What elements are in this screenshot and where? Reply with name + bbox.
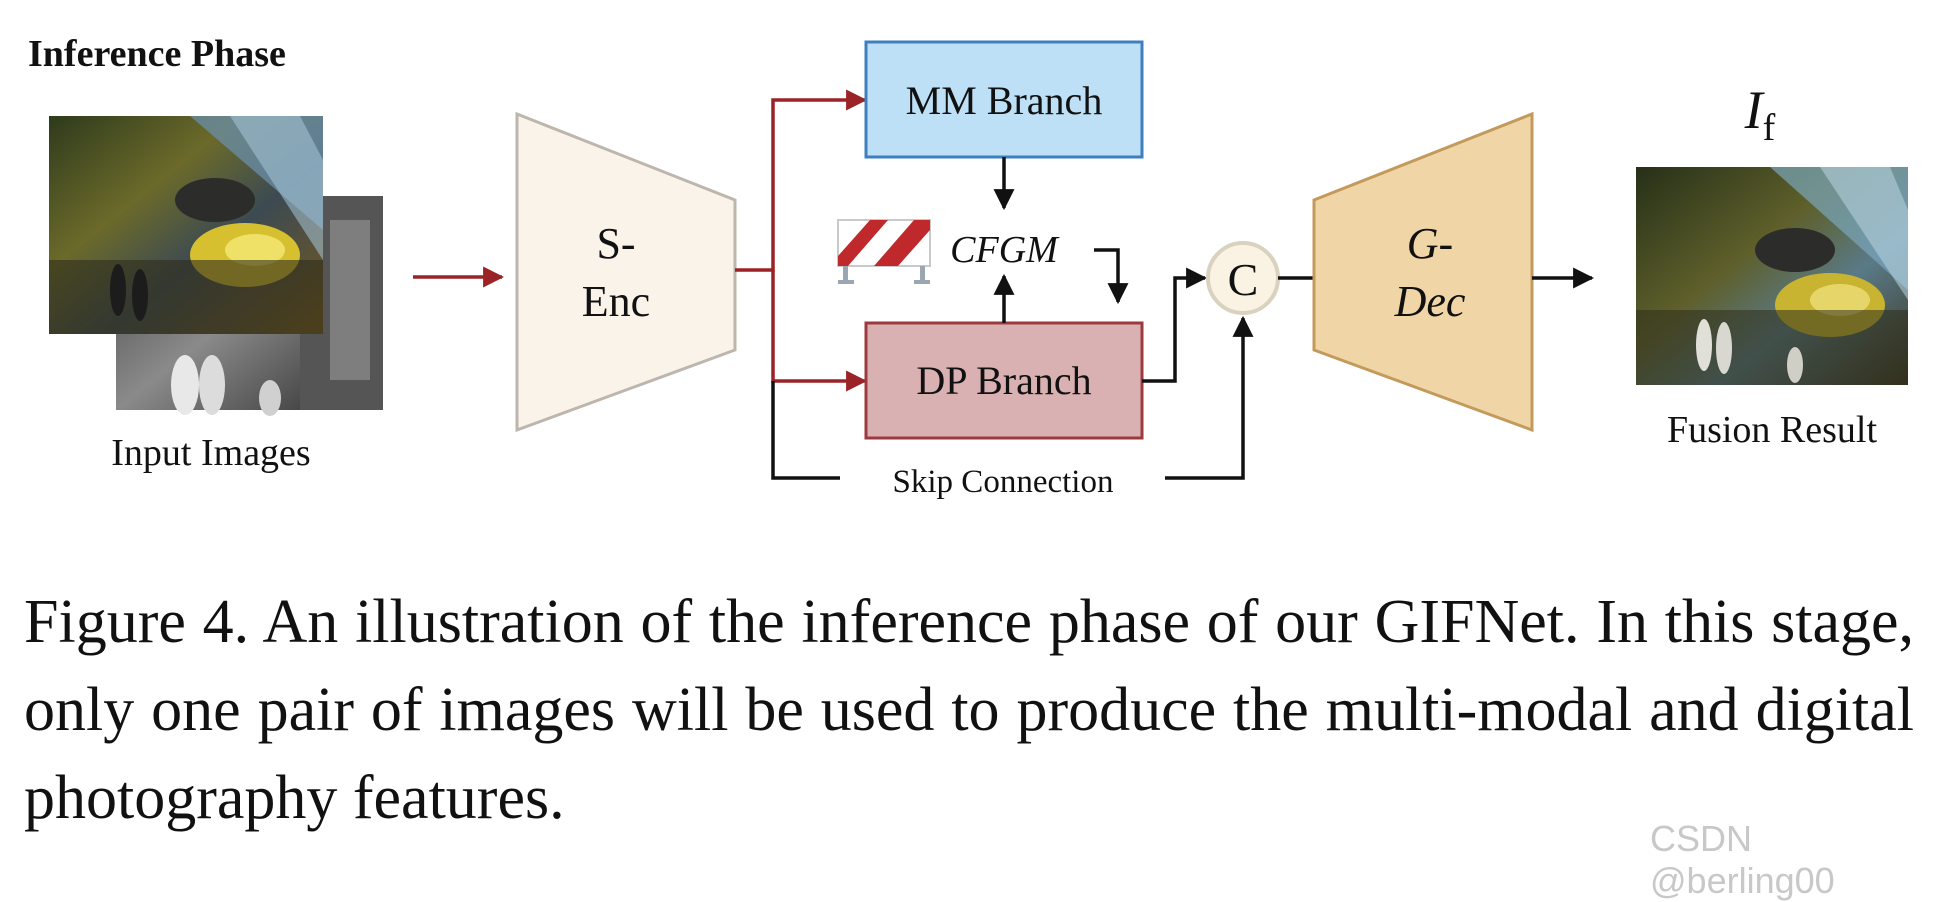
g-dec-label-line2: Dec xyxy=(1394,277,1466,326)
mm-branch-label: MM Branch xyxy=(906,78,1103,123)
concat-label: C xyxy=(1228,254,1259,305)
barrier-icon xyxy=(837,219,931,284)
output-symbol-main: I xyxy=(1744,80,1766,140)
watermark: CSDN @berling00 xyxy=(1650,818,1835,901)
output-symbol: If xyxy=(1744,80,1776,149)
input-images-label: Input Images xyxy=(111,432,310,474)
skip-connection-line xyxy=(771,315,1254,480)
s-enc-label-line1: S- xyxy=(596,219,635,268)
s-enc-block xyxy=(515,111,737,433)
s-enc-label-line2: Enc xyxy=(582,277,650,326)
cfgm-to-dp-arrow xyxy=(1094,248,1129,305)
skip-connection-label: Skip Connection xyxy=(893,464,1114,500)
dp-branch-label: DP Branch xyxy=(916,358,1091,403)
fusion-result-image xyxy=(1636,167,1908,385)
cfgm-label: CFGM xyxy=(950,229,1060,271)
mm-branch-block xyxy=(864,40,1144,159)
visible-image xyxy=(49,116,323,334)
fusion-result-label: Fusion Result xyxy=(1667,409,1878,451)
g-dec-block xyxy=(1312,111,1534,433)
output-symbol-subscript: f xyxy=(1763,107,1776,149)
g-dec-label-line1: G- xyxy=(1407,219,1453,268)
phase-title: Inference Phase xyxy=(28,33,286,75)
figure-caption: Figure 4. An illustration of the inferen… xyxy=(24,588,1914,832)
inference-diagram: Inference Phase Input Images S- Enc xyxy=(28,33,1908,500)
input-images xyxy=(49,116,383,416)
dp-to-concat-arrow xyxy=(1142,267,1208,383)
